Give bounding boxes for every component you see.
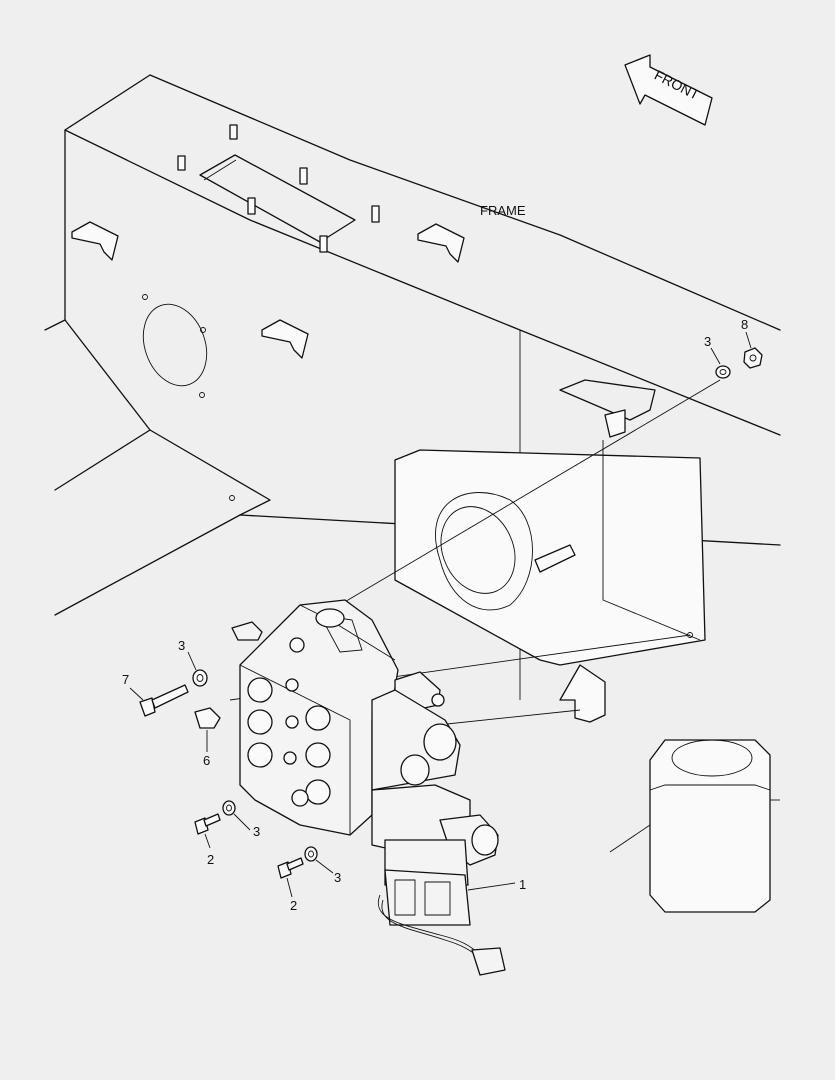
- bolt-2b: [277, 857, 304, 879]
- callout-6: 6: [203, 753, 210, 768]
- bolt-7: [139, 684, 189, 717]
- callout-8: 8: [741, 317, 748, 332]
- nut-8: [743, 347, 763, 369]
- frame-brackets: [71, 221, 465, 359]
- clip-6: [194, 707, 221, 729]
- callout-3b: 3: [334, 870, 341, 885]
- callout-3c: 3: [178, 638, 185, 653]
- valve-ports: [247, 637, 331, 807]
- bolt-2a: [194, 813, 221, 835]
- frame-label: FRAME: [480, 203, 526, 218]
- washer-3a: [222, 800, 236, 816]
- washer-left: [192, 669, 208, 687]
- frame-studs: [177, 124, 380, 253]
- callout-1: 1: [519, 877, 526, 892]
- frame-body: [44, 74, 781, 700]
- callout-2a: 2: [207, 852, 214, 867]
- callout-3d: 3: [704, 334, 711, 349]
- frame-flange: [142, 294, 235, 501]
- washer-3b: [304, 846, 318, 862]
- callout-2b: 2: [290, 898, 297, 913]
- front-arrow: FRONT: [624, 54, 713, 126]
- callout-leaders: [129, 331, 752, 898]
- callout-7: 7: [122, 672, 129, 687]
- callout-3a: 3: [253, 824, 260, 839]
- mounting-plate: [394, 379, 706, 723]
- tank: [609, 739, 780, 913]
- washer-right: [715, 365, 731, 379]
- control-valve: [231, 599, 506, 976]
